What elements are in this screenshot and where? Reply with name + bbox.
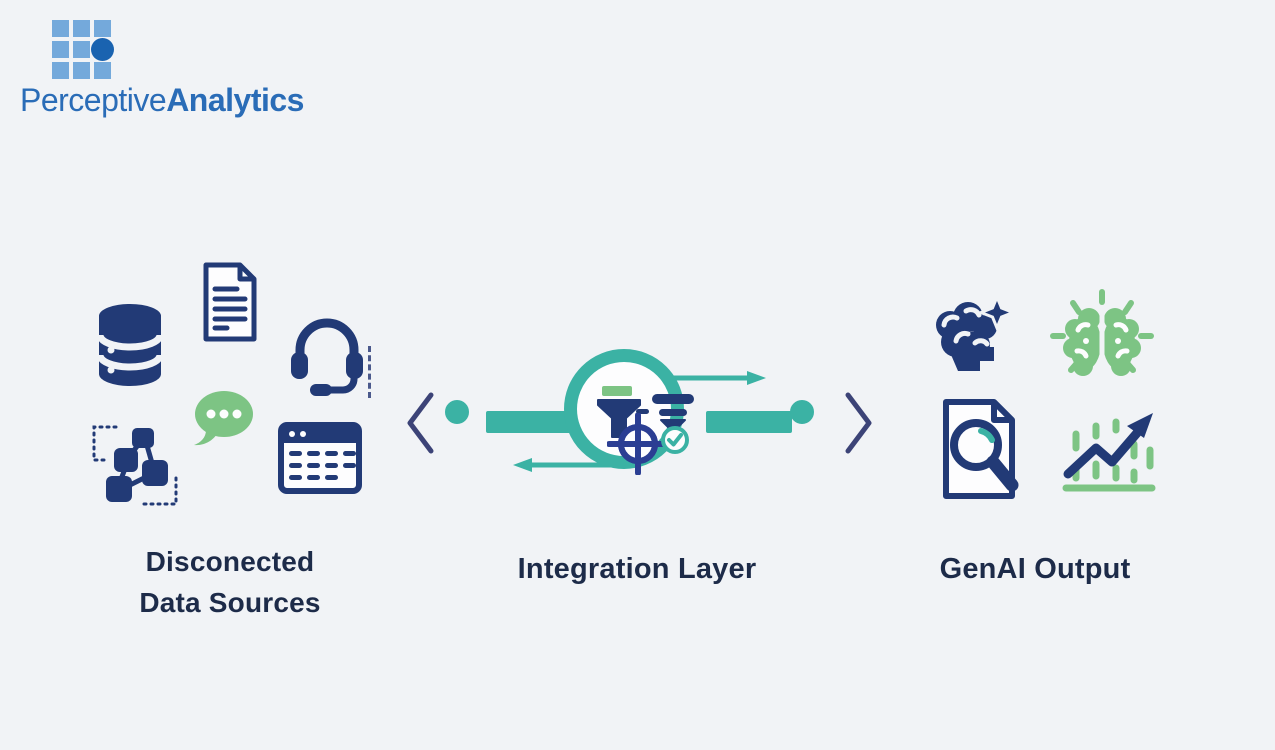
- pipe-right: [706, 411, 792, 433]
- logo-wordmark: PerceptiveAnalytics: [20, 82, 304, 118]
- chat-bubble-icon: [194, 391, 253, 446]
- database-icon: [97, 304, 163, 386]
- logo-dot: [91, 38, 114, 61]
- logo-square: [52, 62, 69, 79]
- integration-graphic: [400, 340, 880, 515]
- perceptive-analytics-logo: PerceptiveAnalytics: [20, 12, 340, 118]
- logo-square: [52, 41, 69, 58]
- spreadsheet-icon: [278, 422, 362, 494]
- logo-square: [94, 20, 111, 37]
- dashed-connector-line: [368, 346, 371, 398]
- integration-hub-circle: [564, 349, 694, 475]
- integration-label: Integration Layer: [517, 553, 757, 585]
- logo-word-perceptive: Perceptive: [20, 82, 167, 118]
- crosshair-target-icon: [607, 413, 669, 475]
- document-icon: [203, 262, 257, 342]
- ai-brain-sparkle-icon: [936, 295, 1014, 371]
- chevron-right-icon: [845, 392, 872, 454]
- arrow-left-icon: [513, 458, 612, 472]
- logo-square: [73, 41, 90, 58]
- sources-icon-cluster: [70, 250, 380, 520]
- logo-square: [73, 20, 90, 37]
- output-label: GenAI Output: [939, 553, 1131, 585]
- logo-grid-mark-icon: [52, 20, 114, 79]
- mini-dash-icon: [636, 409, 649, 414]
- glowing-brain-icon: [1050, 289, 1154, 376]
- chevron-left-icon: [407, 392, 434, 454]
- pipe-left: [486, 411, 574, 433]
- logo-square: [52, 20, 69, 37]
- sources-label-line1: Disconected: [145, 546, 315, 577]
- node-ring-left-icon: [445, 400, 469, 424]
- sources-label: Disconected Data Sources: [70, 541, 390, 623]
- flowchart-icon: [92, 425, 178, 506]
- document-search-icon: [943, 399, 1019, 499]
- logo-square: [73, 62, 90, 79]
- check-circle-icon: [661, 426, 689, 454]
- growth-chart-icon: [1062, 413, 1156, 492]
- headset-icon: [291, 318, 363, 396]
- node-ring-right-icon: [790, 400, 814, 424]
- output-icon-cluster: [910, 280, 1172, 510]
- sources-label-line2: Data Sources: [139, 587, 321, 618]
- logo-word-analytics: Analytics: [166, 82, 304, 118]
- logo-square: [94, 62, 111, 79]
